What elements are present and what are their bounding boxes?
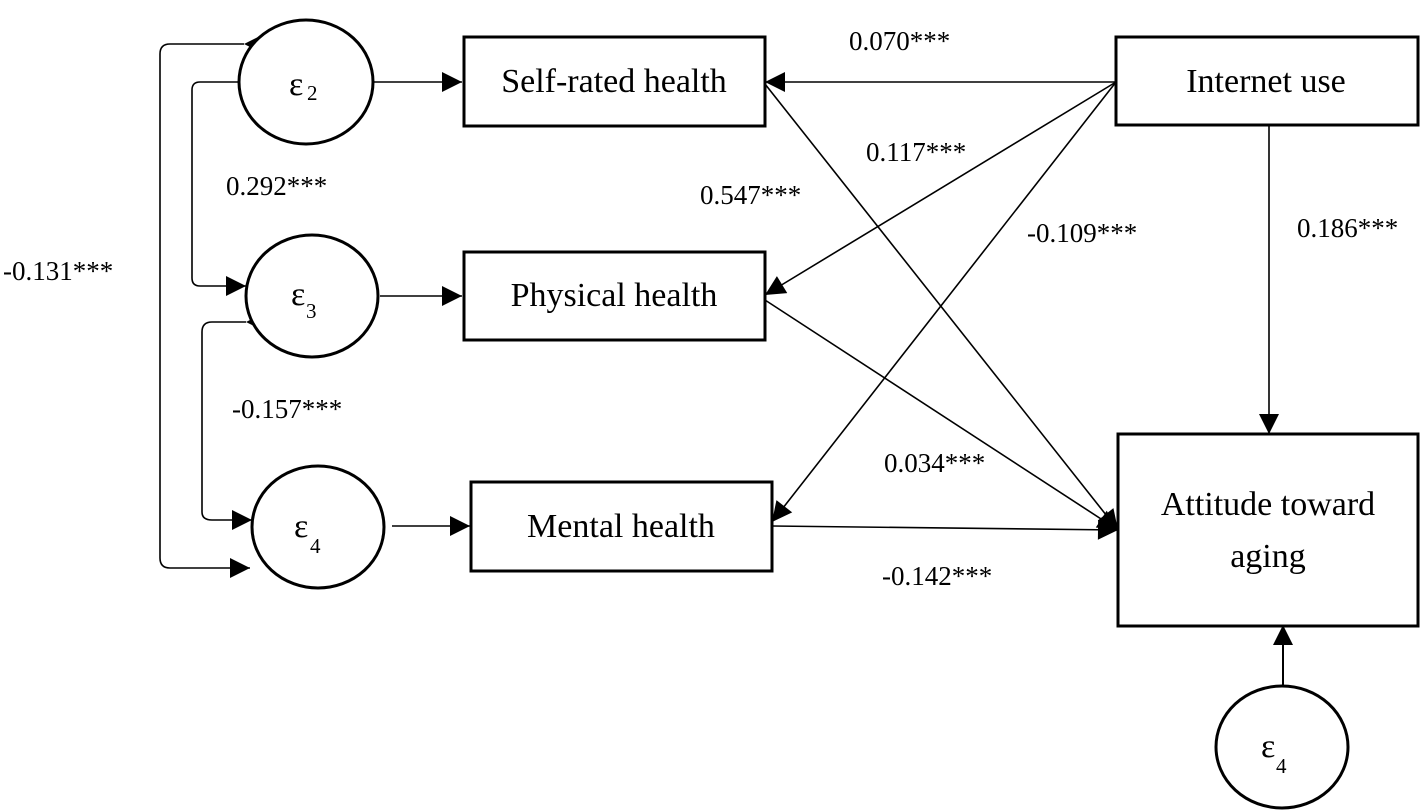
error-e2-subscript: 2 [307,81,318,105]
error-e4-subscript: 4 [1276,754,1287,778]
path-internet-to-mental [771,81,1117,523]
covariance-e3-e4-path [201,312,266,530]
error-e2: ε 2 [237,18,375,146]
coef-internet-selfrated: 0.070*** [849,26,950,56]
covariance-e2-e3-path [191,72,262,296]
covariance-e2-e4-path [159,34,264,578]
node-label: Self-rated health [501,63,727,100]
path-mental-to-attitude [771,519,1119,540]
path-internet-to-physical [764,81,1117,296]
node-mental-health: Mental health [469,480,774,573]
node-physical-health: Physical health [462,250,767,342]
node-self-rated-health: Self-rated health [462,35,767,128]
coef-cov-e2-e4: -0.131*** [3,256,113,286]
node-internet-use: Internet use [1114,35,1420,127]
error-e3: ε 3 [244,233,380,359]
node-label: Physical health [511,277,718,314]
coef-physical-attitude: 0.034*** [884,448,985,478]
node-attitude-toward-aging: Attitude toward aging [1116,432,1420,628]
node-label-line2: aging [1230,538,1306,575]
node-label: Internet use [1186,63,1346,100]
epsilon-symbol: ε [289,66,303,103]
epsilon-symbol: ε [294,508,308,545]
error-e4-mental: ε 4 [250,464,386,590]
node-label: Mental health [527,508,715,545]
path-selfrated-to-attitude [764,83,1119,531]
coef-cov-e2-e3: 0.292*** [226,171,327,201]
node-label-line1: Attitude toward [1161,486,1375,523]
coef-internet-mental: -0.109*** [1027,218,1137,248]
coef-internet-physical: 0.117*** [866,137,966,167]
coef-selfrated-attitude: 0.547*** [700,180,801,210]
epsilon-symbol: ε [291,276,305,313]
error-e4-subscript: 4 [310,534,321,558]
path-physical-to-attitude [764,299,1119,531]
coef-internet-attitude: 0.186*** [1297,213,1398,243]
coef-mental-attitude: -0.142*** [882,561,992,591]
coef-cov-e3-e4: -0.157*** [232,394,342,424]
error-e3-subscript: 3 [306,299,317,323]
epsilon-symbol: ε [1261,728,1275,765]
error-e4-attitude: ε 4 [1214,684,1350,810]
